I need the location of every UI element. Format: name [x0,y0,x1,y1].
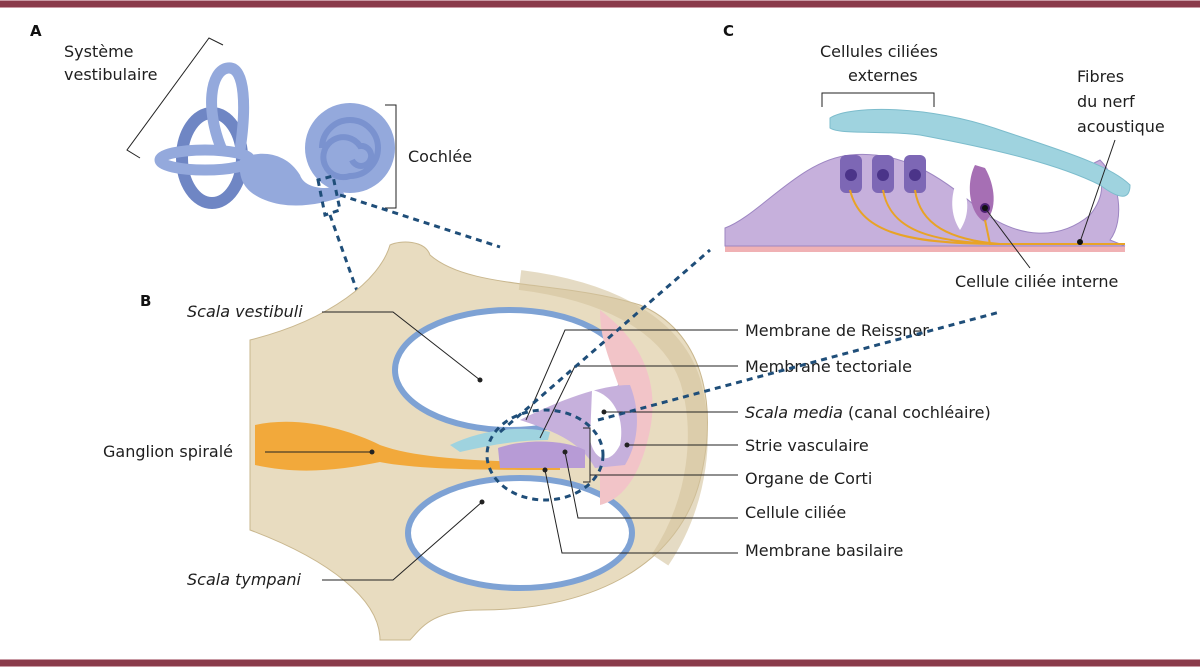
scala-tympani-leader [322,501,483,581]
leader-dot [477,377,483,383]
inner-hair-cell-label: Cellule ciliée interne [955,272,1118,291]
leader-dot [562,449,568,455]
nerve-fibers-label-2: du nerf [1077,92,1135,111]
cochlear-cross-section-illustration [249,241,708,641]
tunnel-of-corti [952,178,968,230]
organ-of-corti-detail-illustration [724,108,1131,252]
scala-media-label: Scala media (canal cochléaire) [745,403,991,422]
nucleus [909,169,921,181]
nerve-fibers-leader [1079,139,1116,243]
vestibular-bracket [126,37,224,159]
leader-dot [982,205,988,211]
leader-dot [369,449,375,455]
scala-vestibuli-leader [322,311,481,381]
stria-label: Strie vasculaire [745,436,869,455]
outer-hair-cells-bracket [821,92,935,107]
tectorial-label: Membrane tectoriale [745,357,912,376]
outer-hair-cells [840,155,926,193]
reissner-leader [525,329,738,421]
outer-hair-cells-label-1: Cellules ciliées [820,42,938,61]
superior-canal [206,62,250,153]
hair-cell-leader [564,451,738,519]
connector-a-b-right [339,193,501,249]
outer-hair-cells-label-2: externes [848,66,918,85]
cochlea-bracket [385,104,397,209]
scala-media-label-italic: Scala media [745,403,843,422]
basilar-label: Membrane basilaire [745,541,903,560]
panel-b-label: B [140,292,151,310]
inner-ear-labyrinth-illustration [154,62,395,209]
corti-label: Organe de Corti [745,469,872,488]
vestibular-system-label-2: vestibulaire [64,65,157,84]
nucleus [845,169,857,181]
connector-b-c-left [499,248,711,434]
nerve-fibers-label-3: acoustique [1077,117,1165,136]
panel-a-label: A [30,22,42,40]
section-marker-a [316,174,342,217]
tectorial-membrane-c [829,108,1131,197]
leader-dot [624,442,630,448]
scala-media-label-rest: (canal cochléaire) [843,403,991,422]
scala-media-cavity [590,390,622,459]
hair-cell-label: Cellule ciliée [745,503,846,522]
tectorial-membrane-b [450,428,550,452]
scala-tympani-cavity [405,475,635,591]
basilar-leader [544,469,738,554]
leader-dot [1077,239,1083,245]
ganglion-label: Ganglion spiralé [103,442,233,461]
leader-dot [601,409,607,415]
nucleus [877,169,889,181]
spiral-ganglion [255,421,560,471]
organ-of-corti-b [498,441,585,468]
leader-dot [542,467,548,473]
nerve-fibers-label-1: Fibres [1077,67,1124,86]
cochlea-spiral [319,117,381,181]
vestibular-system-label-1: Système [64,42,134,61]
scala-vestibuli-label: Scala vestibuli [187,302,303,321]
inner-cell-leader [984,207,1031,269]
scala-tympani-label: Scala tympani [187,570,302,589]
nerve-fibers-c [849,189,1125,245]
reissner-label: Membrane de Reissner [745,321,929,340]
supporting-cells [724,153,1126,247]
cochlea-label: Cochlée [408,147,472,166]
panel-c-label: C [723,22,734,40]
zoom-circle-corti [485,408,605,502]
connector-b-c-right [597,310,1001,422]
vestibule [239,153,345,206]
bone-outer-rim [518,270,708,566]
corti-bracket [583,427,738,483]
top-border-rule [0,0,1200,8]
basilar-membrane-c [725,246,1125,252]
leader-dot [479,499,485,505]
